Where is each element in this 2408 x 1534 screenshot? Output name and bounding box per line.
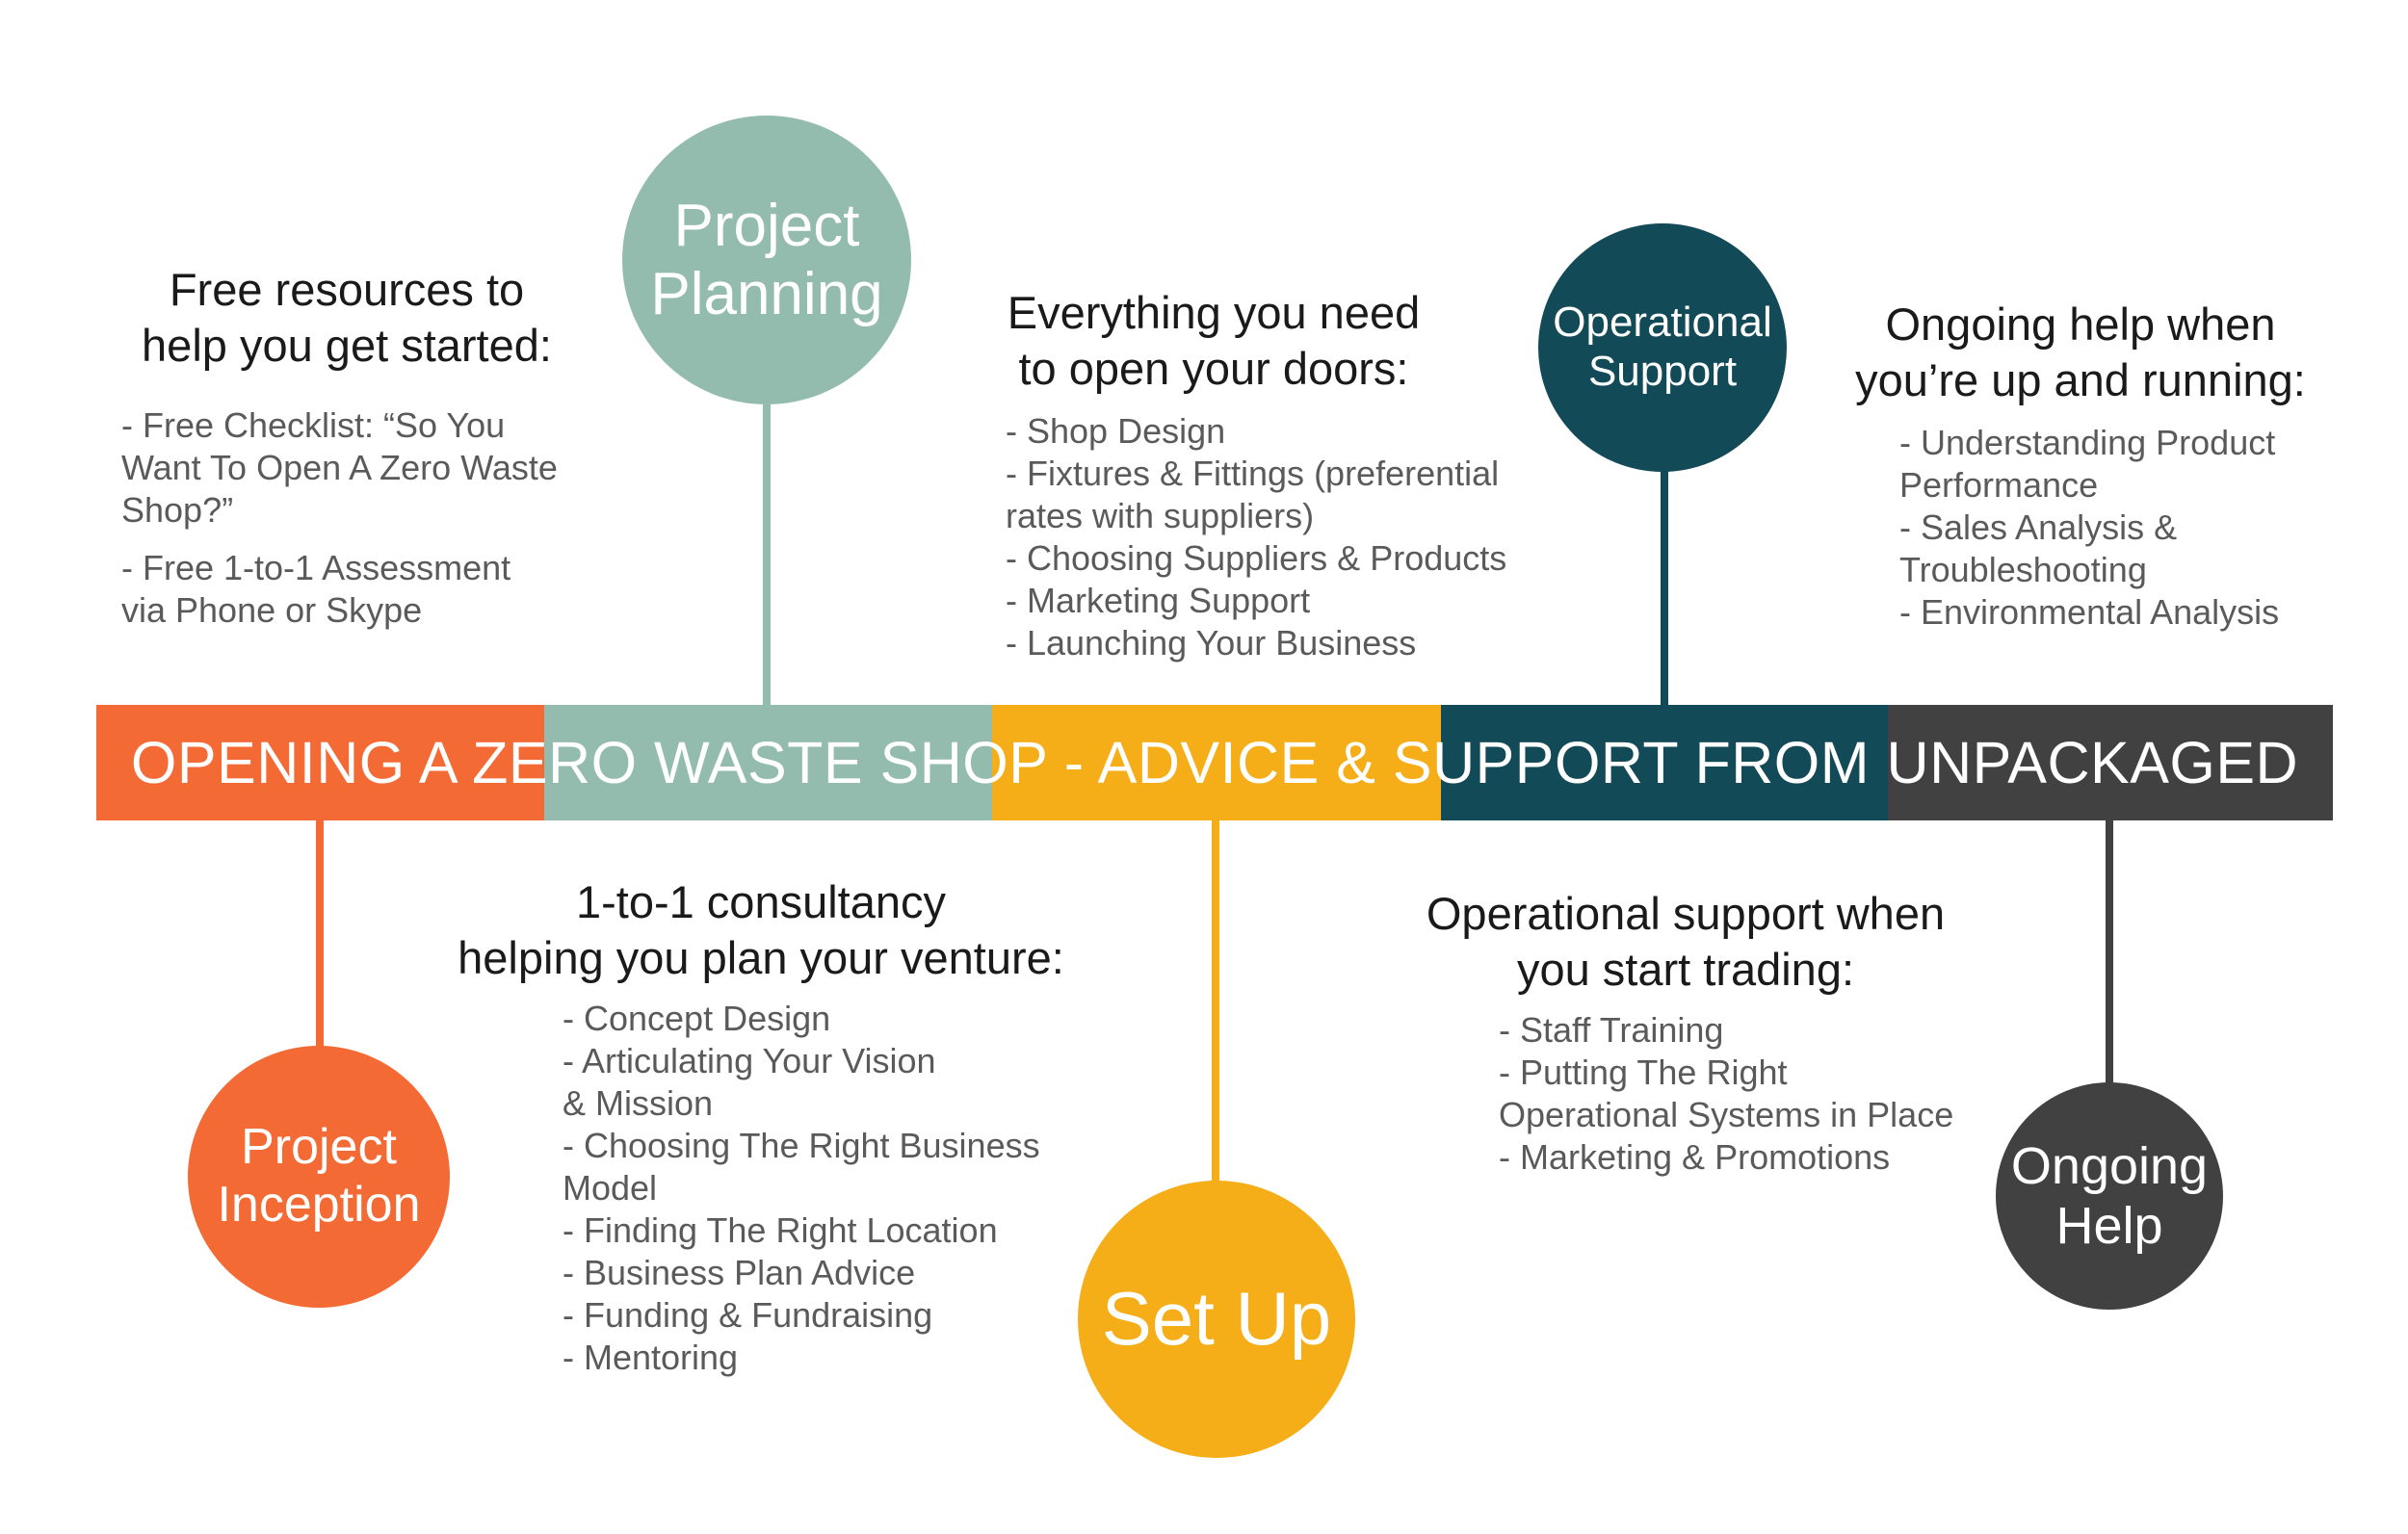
planning-list: - Concept Design - Articulating Your Vis… xyxy=(563,998,1063,1379)
operational-list: - Staff Training - Putting The Right Ope… xyxy=(1499,1009,2000,1179)
inception-list: - Free Checklist: “So You Want To Open A… xyxy=(121,404,622,647)
list-item: - Funding & Fundraising xyxy=(563,1295,933,1335)
list-item: - Choosing The Right Business Model xyxy=(563,1126,1040,1208)
timeline-bar xyxy=(96,705,2333,820)
list-item: - Sales Analysis & Troubleshooting xyxy=(1899,507,2178,589)
list-item: - Shop Design xyxy=(1006,411,1226,451)
circle-label-operational: Operational Support xyxy=(1553,299,1772,395)
circle-label-inception: Project Inception xyxy=(217,1119,421,1233)
list-item: - Finding The Right Location xyxy=(563,1210,998,1250)
stem-inception xyxy=(316,820,324,1052)
list-item: - Free Checklist: “So You Want To Open A… xyxy=(121,405,558,530)
stem-operational xyxy=(1661,470,1668,705)
list-item: - Mentoring xyxy=(563,1338,739,1377)
circle-label-setup: Set Up xyxy=(1101,1276,1332,1362)
setup-list: - Shop Design - Fixtures & Fittings (pre… xyxy=(1006,410,1564,664)
bar-segment-setup xyxy=(992,705,1441,820)
planning-heading: 1-to-1 consultancy helping you plan your… xyxy=(458,876,1064,983)
list-item: - Fixtures & Fittings (preferential rate… xyxy=(1006,454,1500,535)
circle-project-planning: Project Planning xyxy=(622,116,911,404)
bar-segment-operational xyxy=(1441,705,1888,820)
list-item: - Choosing Suppliers & Products xyxy=(1006,538,1507,578)
circle-operational-support: Operational Support xyxy=(1538,223,1787,472)
banner-title: OPENING A ZERO WASTE SHOP - ADVICE & SUP… xyxy=(130,730,2299,795)
circle-ongoing-help: Ongoing Help xyxy=(1996,1082,2223,1310)
list-item: - Environmental Analysis xyxy=(1899,592,2280,632)
list-item: - Staff Training xyxy=(1499,1010,1724,1050)
circle-label-planning: Project Planning xyxy=(650,192,883,327)
list-item: - Marketing & Promotions xyxy=(1499,1137,1891,1177)
list-item: - Marketing Support xyxy=(1006,581,1311,620)
bar-segment-inception xyxy=(96,705,544,820)
inception-heading: Free resources to help you get started: xyxy=(142,264,552,371)
list-item: - Understanding Product Performance xyxy=(1899,423,2276,505)
list-item: - Launching Your Business xyxy=(1006,623,1417,663)
ongoing-list: - Understanding Product Performance - Sa… xyxy=(1899,422,2323,634)
setup-heading: Everything you need to open your doors: xyxy=(1007,287,1421,394)
list-item: - Concept Design xyxy=(563,999,831,1038)
stem-ongoing xyxy=(2106,820,2113,1086)
list-item: - Business Plan Advice xyxy=(563,1253,916,1292)
operational-heading: Operational support when you start tradi… xyxy=(1426,888,1946,995)
stem-setup xyxy=(1212,820,1219,1184)
stem-planning xyxy=(763,404,771,705)
circle-label-ongoing: Ongoing Help xyxy=(2010,1136,2209,1255)
list-item: - Free 1-to-1 Assessment via Phone or Sk… xyxy=(121,548,511,630)
ongoing-heading: Ongoing help when you’re up and running: xyxy=(1855,299,2306,405)
circle-set-up: Set Up xyxy=(1078,1181,1355,1458)
circle-project-inception: Project Inception xyxy=(188,1046,450,1308)
bar-segment-planning xyxy=(544,705,992,820)
bar-segment-ongoing xyxy=(1888,705,2333,820)
list-item: - Putting The Right Operational Systems … xyxy=(1499,1053,1954,1134)
list-item: - Articulating Your Vision & Mission xyxy=(563,1041,936,1123)
